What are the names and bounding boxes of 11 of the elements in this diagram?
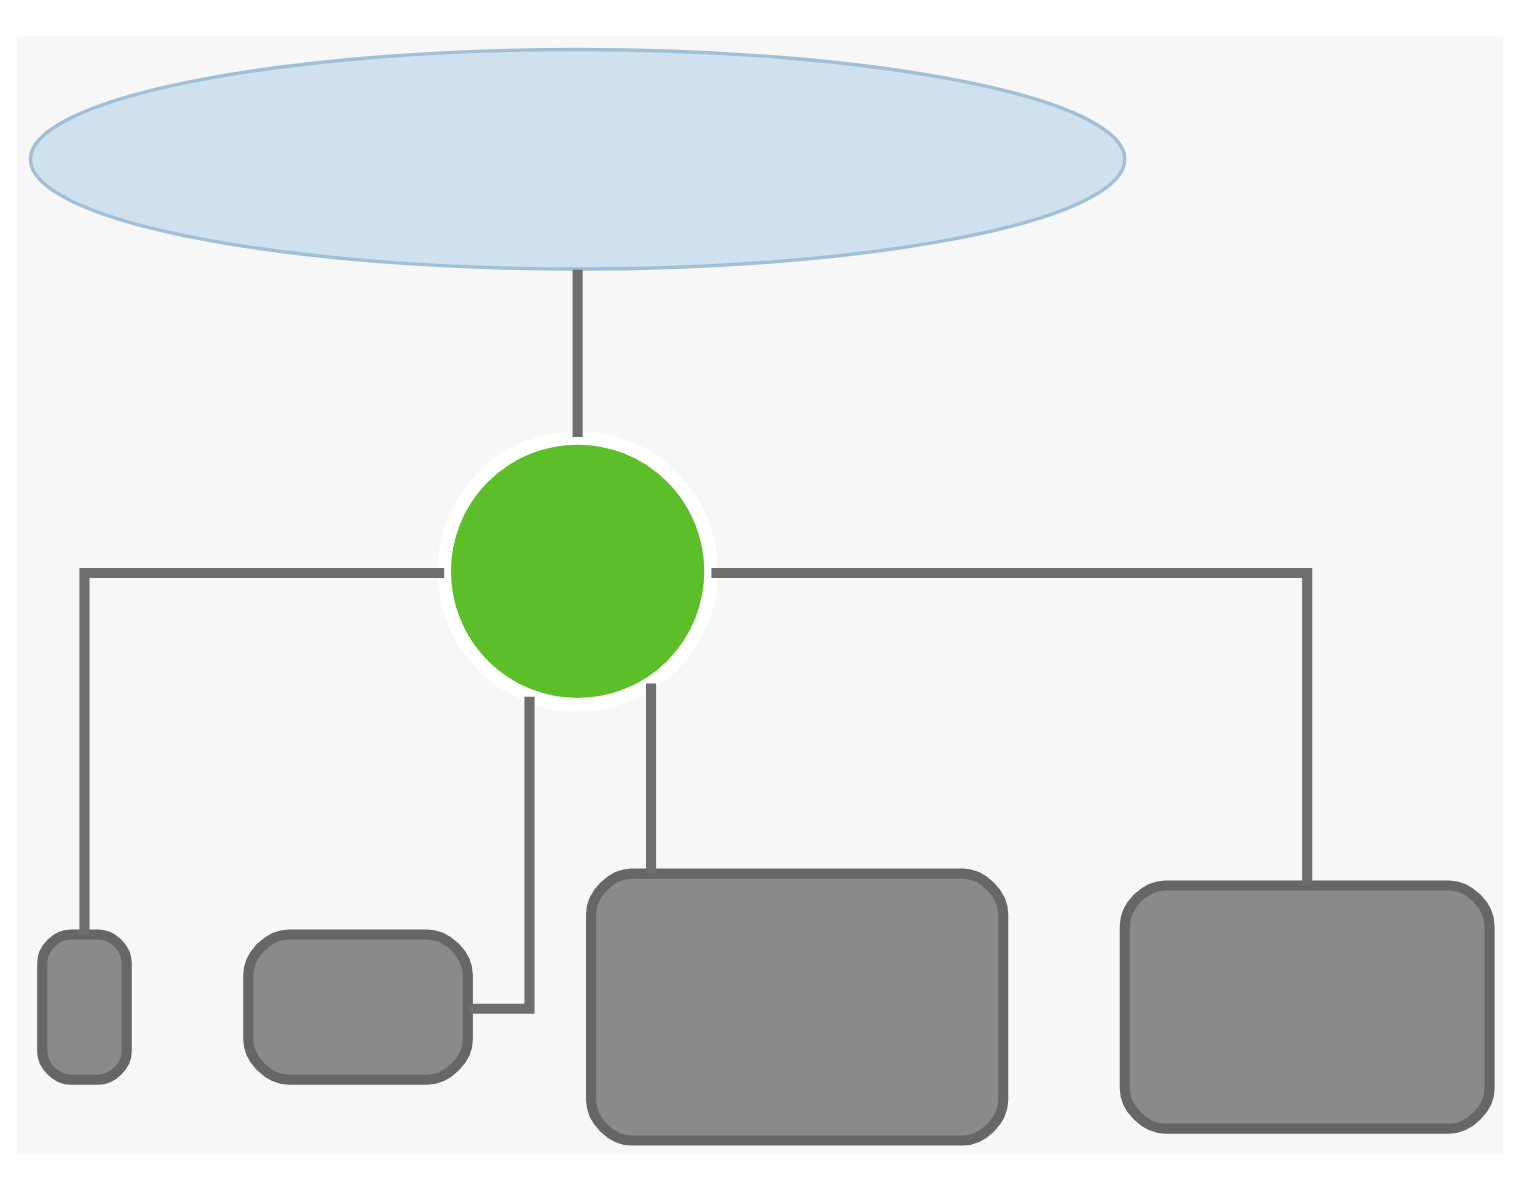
node-box [586,867,1009,1145]
connector [572,268,583,437]
node-box [243,928,473,1084]
connector [468,695,535,1013]
connector [646,682,657,873]
node-box [37,928,132,1084]
node-box [1119,879,1495,1133]
node-circle [437,430,718,711]
connector [711,567,1313,884]
node-cloud [28,46,1127,270]
connector [79,567,445,934]
